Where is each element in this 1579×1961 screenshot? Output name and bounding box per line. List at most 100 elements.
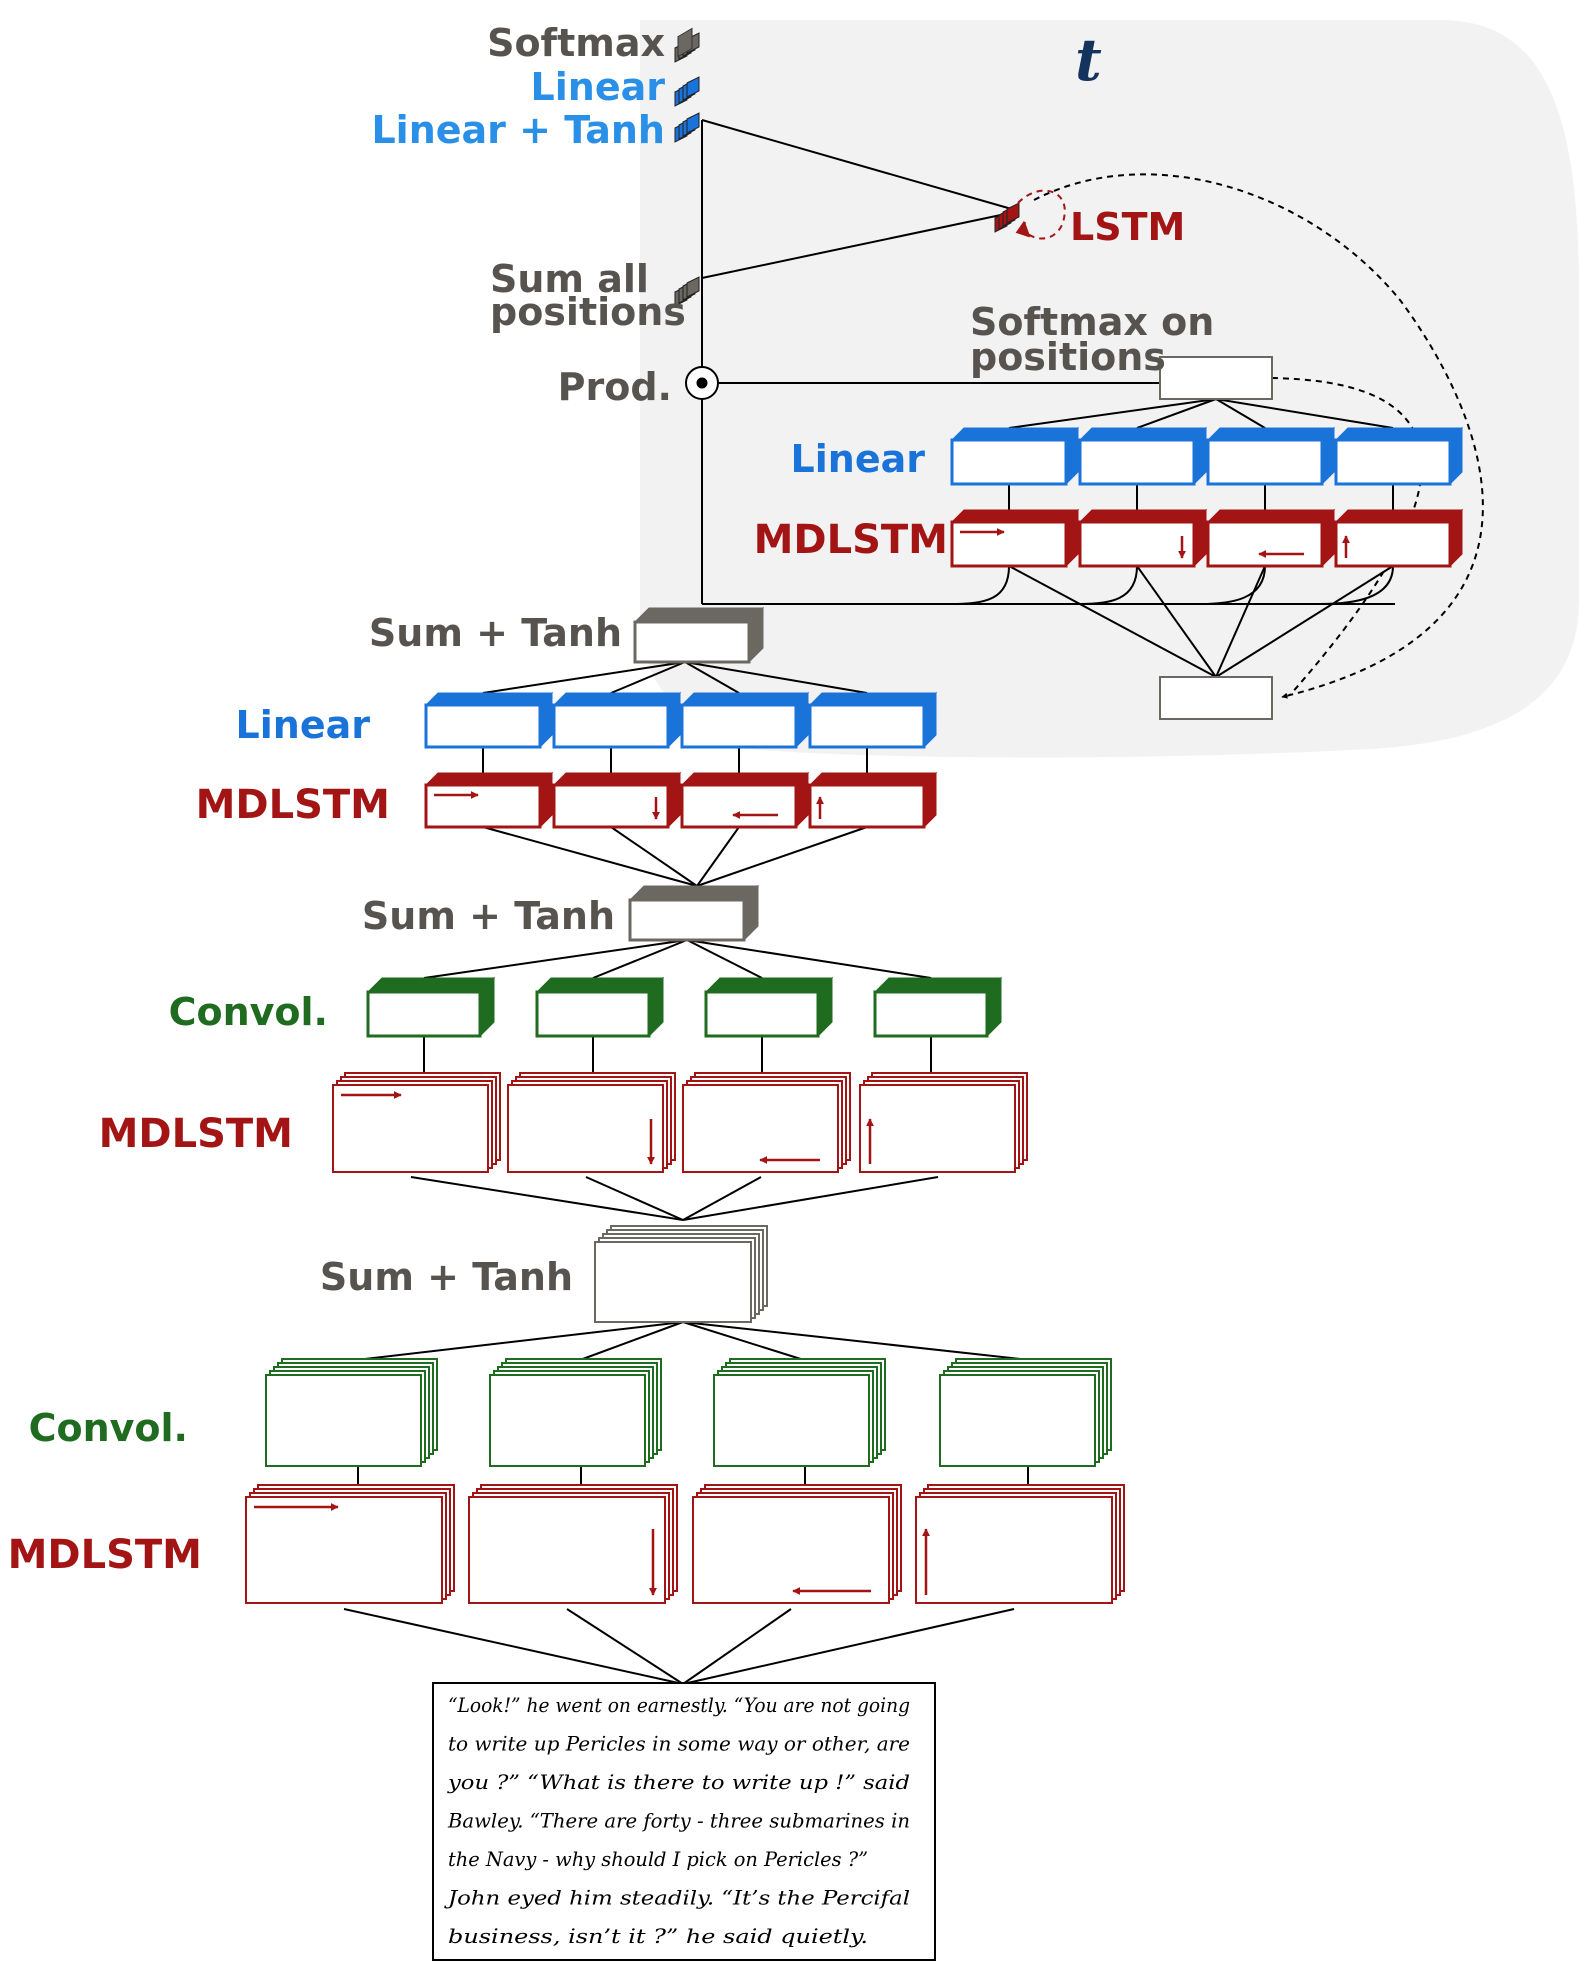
linear-1-block: [552, 691, 682, 749]
block-face: [955, 443, 1063, 481]
sum-tanh-1-label: Sum + Tanh: [369, 611, 622, 655]
block-top: [552, 772, 682, 786]
linear-tanh-mini-stack: [674, 112, 700, 143]
attention-linear-block: [1334, 426, 1464, 486]
block-top: [1206, 509, 1336, 523]
lstm-mini-stack: [994, 202, 1020, 233]
mdlstm-2-block: [682, 1072, 851, 1173]
block-top: [873, 977, 1003, 993]
block-frame: [424, 703, 542, 749]
mini-layer: [1006, 202, 1020, 224]
convol-2-block: [366, 976, 496, 1038]
convol-2-block: [873, 976, 1003, 1038]
linear-1-label: Linear: [236, 703, 371, 747]
connector-line: [579, 1321, 684, 1361]
block-top: [424, 692, 554, 706]
connector-line: [686, 939, 932, 979]
block-top: [552, 692, 682, 706]
layer-blocks: [245, 32, 1464, 1604]
sum-tanh-2-label: Sum + Tanh: [362, 894, 615, 938]
block-layer: [713, 1374, 870, 1467]
block-face: [709, 995, 815, 1033]
mdlstm-1-block: [424, 771, 554, 829]
block-top: [680, 692, 810, 706]
linear-tanh-label: Linear + Tanh: [371, 108, 665, 152]
attention-mdlstm-block: [950, 508, 1080, 568]
block-face: [429, 708, 537, 744]
connector-line: [355, 1321, 684, 1361]
connection-lines: [343, 119, 1484, 1685]
block-top: [950, 509, 1080, 523]
block-face: [1083, 525, 1191, 563]
block-face: [813, 708, 921, 744]
block-top: [1078, 509, 1208, 523]
connector-path: [1033, 173, 1484, 699]
convol-2-block: [535, 976, 665, 1038]
mdlstm-3-block: [915, 1484, 1125, 1604]
block-face: [429, 788, 537, 824]
block-frame: [1334, 520, 1452, 568]
connector-line: [592, 939, 688, 979]
block-top: [1206, 427, 1336, 441]
mdlstm-2-block: [507, 1072, 676, 1173]
block-frame: [873, 990, 989, 1038]
block-face: [1083, 443, 1191, 481]
block-layer: [692, 1496, 890, 1604]
mdlstm-1-label: MDLSTM: [196, 782, 390, 828]
attention-linear-label: Linear: [791, 437, 926, 481]
connector-line: [684, 661, 740, 694]
block-frame: [424, 783, 542, 829]
mini-layer: [686, 76, 700, 98]
sum-tanh-2-block: [628, 884, 760, 942]
connector-line: [482, 661, 686, 694]
block-frame: [535, 990, 651, 1038]
time-step-label: t: [1075, 26, 1102, 94]
handwriting-line: you ?” “What is there to write up !” sai…: [447, 1770, 910, 1794]
connector-line: [1136, 398, 1217, 429]
lstm-label: LSTM: [1070, 205, 1185, 249]
connector-line: [1215, 398, 1266, 429]
block-top: [1334, 427, 1464, 441]
block-frame: [366, 990, 482, 1038]
block-top: [704, 977, 834, 993]
block-face: [638, 625, 746, 659]
connector-line: [682, 1176, 762, 1221]
connector-line: [682, 1321, 805, 1361]
block-top: [950, 427, 1080, 441]
block-frame: [1078, 520, 1196, 568]
block-face: [878, 995, 984, 1033]
convol-2-label: Convol.: [169, 990, 328, 1034]
connector-line: [682, 1608, 792, 1685]
attention-mdlstm-block: [1078, 508, 1208, 568]
block-face: [955, 525, 1063, 563]
connector-line: [1136, 565, 1217, 678]
block-frame: [633, 620, 751, 664]
block-layer: [489, 1374, 646, 1467]
convol-3-label: Convol.: [29, 1406, 188, 1450]
mdlstm-2-label: MDLSTM: [99, 1111, 293, 1157]
mini-layer: [686, 112, 700, 134]
connector-line: [343, 1608, 684, 1685]
block-frame: [552, 783, 670, 829]
connector-line: [682, 1321, 1031, 1361]
labels: t Softmax Linear Linear + Tanh LSTM Sum …: [8, 21, 1215, 1578]
positions-label: positions: [490, 290, 686, 334]
attention-mdlstm-block: [1206, 508, 1336, 568]
block-face: [1339, 443, 1447, 481]
linear-1-block: [808, 691, 938, 749]
block-layer: [245, 1496, 443, 1604]
mdlstm-3-label: MDLSTM: [8, 1532, 202, 1578]
handwriting-text: “Look!” he went on earnestly. “You are n…: [443, 1693, 910, 1948]
softmax-positions-block: [1159, 356, 1273, 400]
block-layer: [468, 1496, 666, 1604]
connector-line: [410, 1176, 684, 1221]
block-layer: [859, 1084, 1016, 1173]
sum-tanh-3-label: Sum + Tanh: [320, 1255, 573, 1299]
block-frame: [680, 783, 798, 829]
convol-2-block: [704, 976, 834, 1038]
mdlstm-1-block: [552, 771, 682, 829]
block-top: [1334, 509, 1464, 523]
prod-label: Prod.: [558, 365, 672, 409]
block-face: [371, 995, 477, 1033]
softmax-label: Softmax: [487, 21, 665, 65]
